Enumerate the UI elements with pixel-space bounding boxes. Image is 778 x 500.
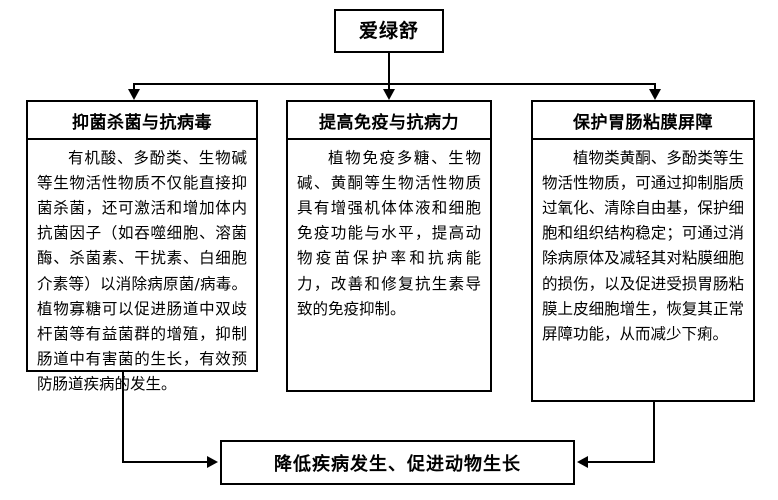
branch-node-immunity[interactable]: 提高免疫与抗病力 植物免疫多糖、生物碱、黄酮等生物活性物质具有增强机体体液和细胞…: [286, 100, 492, 392]
connector-branch-1-to-result: [122, 461, 208, 463]
connector-bus-to-branch-2: [388, 83, 390, 92]
connector-distribution-bus: [133, 83, 656, 85]
branch-node-immunity-header: 提高免疫与抗病力: [288, 102, 490, 140]
arrowhead-down-branch-1: [128, 89, 140, 100]
result-node-title: 降低疾病发生、促进动物生长: [274, 453, 521, 475]
root-node[interactable]: 爱绿舒: [334, 9, 444, 53]
branch-node-mucosal-barrier[interactable]: 保护胃肠粘膜屏障 植物类黄酮、多酚类等生物活性物质，可通过抑制脂质过氧化、清除自…: [531, 100, 755, 402]
connector-root-to-bus: [388, 53, 390, 84]
branch-node-mucosal-barrier-header: 保护胃肠粘膜屏障: [533, 102, 753, 140]
branch-node-immunity-body: 植物免疫多糖、生物碱、黄酮等生物活性物质具有增强机体体液和细胞免疫功能与水平，提…: [297, 149, 481, 318]
branch-node-antibacterial[interactable]: 抑菌杀菌与抗病毒 有机酸、多酚类、生物碱等生物活性物质不仅能直接抑菌杀菌，还可激…: [26, 100, 258, 393]
arrowhead-down-branch-2: [383, 89, 395, 100]
branch-node-mucosal-barrier-body: 植物类黄酮、多酚类等生物活性物质，可通过抑制脂质过氧化、清除自由基，保护细胞和组…: [542, 149, 744, 343]
connector-bus-to-branch-3: [654, 83, 656, 92]
branch-node-antibacterial-body: 有机酸、多酚类、生物碱等生物活性物质不仅能直接抑菌杀菌，还可激活和增加体内抗菌因…: [37, 149, 247, 393]
root-node-title: 爱绿舒: [358, 19, 419, 42]
connector-branch-3-down: [653, 402, 655, 462]
connector-branch-3-to-result: [588, 461, 655, 463]
arrowhead-left-result: [577, 456, 588, 468]
arrowhead-right-result: [207, 456, 218, 468]
connector-branch-1-down: [122, 372, 124, 462]
arrowhead-down-branch-3: [649, 89, 661, 100]
connector-bus-to-branch-1: [133, 83, 135, 92]
branch-node-antibacterial-header: 抑菌杀菌与抗病毒: [28, 102, 256, 140]
result-node[interactable]: 降低疾病发生、促进动物生长: [220, 440, 575, 485]
